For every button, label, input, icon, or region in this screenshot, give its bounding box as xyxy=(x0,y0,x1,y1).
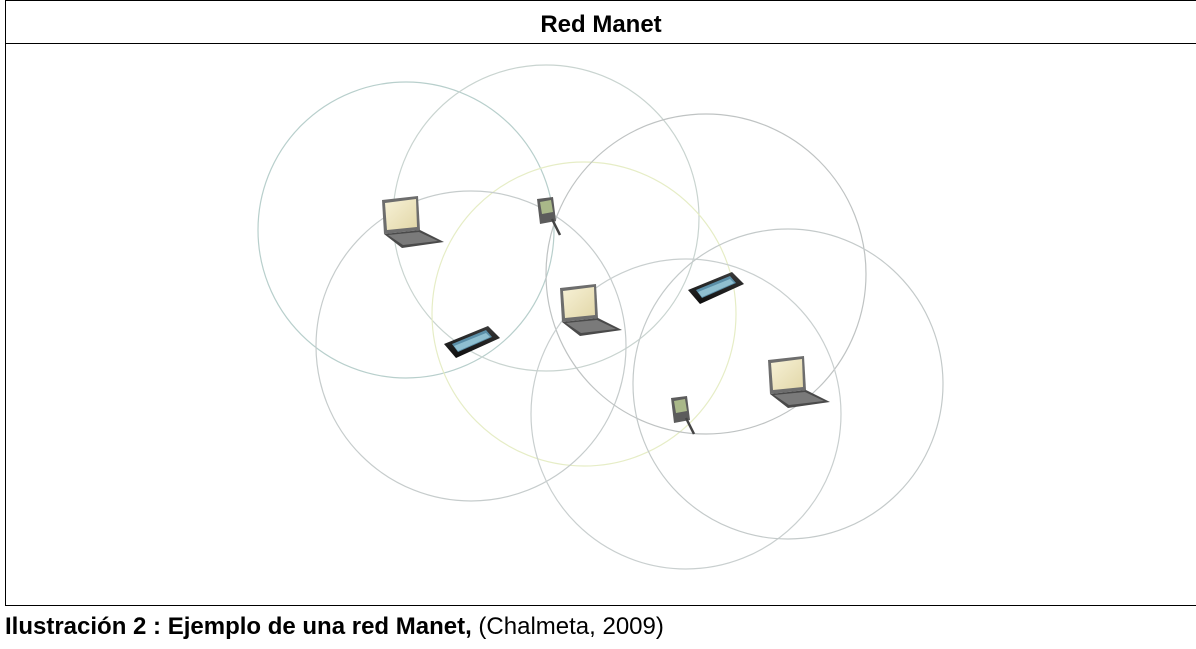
diagram-cell xyxy=(5,44,1196,606)
smartphone-icon xyxy=(444,326,500,358)
figure-table: Red Manet xyxy=(5,0,1196,649)
coverage-circle-1 xyxy=(257,81,555,379)
smartphone-icon xyxy=(688,272,744,304)
figure-caption: Ilustración 2 : Ejemplo de una red Manet… xyxy=(5,612,664,642)
coverage-circle-5 xyxy=(545,113,867,435)
figure-title: Red Manet xyxy=(540,11,662,38)
title-cell: Red Manet xyxy=(5,0,1196,44)
laptop-icon xyxy=(560,284,622,336)
pda-icon xyxy=(671,396,696,435)
coverage-circle-7 xyxy=(632,228,944,540)
coverage-circle-3 xyxy=(431,161,737,467)
caption-label: Ilustración 2 : Ejemplo de una red Manet… xyxy=(5,613,472,640)
coverage-circle-6 xyxy=(530,258,842,570)
coverage-circle-4 xyxy=(315,190,627,502)
manet-network-diagram xyxy=(257,64,944,570)
pda-icon xyxy=(537,197,562,236)
laptop-icon xyxy=(768,356,830,408)
laptop-icon xyxy=(382,196,444,248)
caption-citation: (Chalmeta, 2009) xyxy=(471,613,664,640)
